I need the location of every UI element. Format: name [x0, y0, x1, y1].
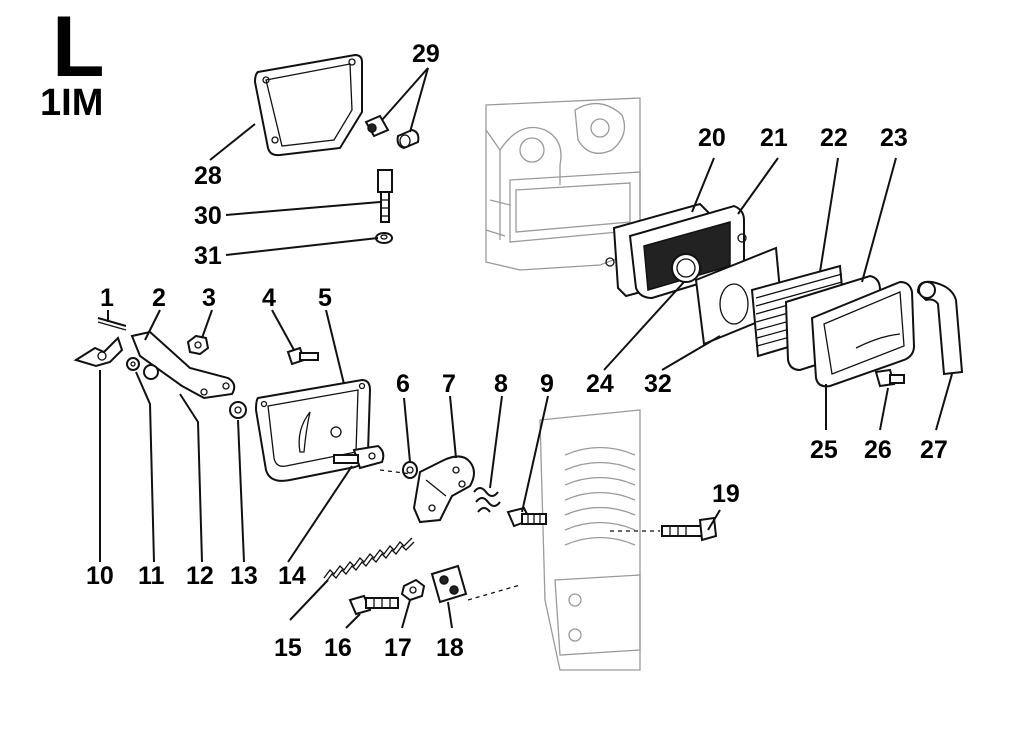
callout-1: 1 — [100, 284, 114, 312]
callout-labels: 1 2 3 4 5 6 7 8 9 10 11 12 13 14 15 16 1… — [86, 40, 948, 662]
callout-7: 7 — [442, 370, 456, 398]
washer-part-6 — [402, 461, 418, 479]
o-ring-part-24 — [671, 253, 701, 283]
callout-15: 15 — [274, 634, 302, 662]
wing-nut-part-10 — [73, 336, 124, 368]
callout-24: 24 — [586, 370, 614, 398]
screw-part-9 — [506, 506, 547, 528]
fitting-part-29 — [364, 114, 420, 150]
callout-20: 20 — [698, 124, 726, 152]
washer-part-11 — [126, 357, 140, 371]
callout-31: 31 — [194, 242, 222, 270]
nut-part-3 — [186, 334, 210, 356]
callout-28: 28 — [194, 162, 222, 190]
bracket-part-7 — [412, 455, 475, 524]
callout-23: 23 — [880, 124, 908, 152]
washer-part-13 — [229, 401, 247, 419]
callout-21: 21 — [760, 124, 788, 152]
engine-block-outline-lower — [539, 409, 641, 671]
block-part-18 — [430, 564, 468, 604]
callout-30: 30 — [194, 202, 222, 230]
spring-part-8 — [473, 487, 501, 513]
callout-8: 8 — [494, 370, 508, 398]
callout-2: 2 — [152, 284, 166, 312]
callout-13: 13 — [230, 562, 258, 590]
long-spring-part-15 — [323, 537, 415, 583]
screw-part-30 — [377, 169, 393, 223]
cover-plate-part-5 — [254, 378, 372, 482]
callout-4: 4 — [262, 284, 276, 312]
callout-27: 27 — [920, 436, 948, 464]
section-code: 1IM — [40, 82, 104, 124]
hose-part-27 — [916, 280, 964, 376]
callout-25: 25 — [810, 436, 838, 464]
callout-11: 11 — [138, 562, 165, 590]
callout-5: 5 — [318, 284, 332, 312]
callout-6: 6 — [396, 370, 410, 398]
cover-part-25 — [810, 280, 916, 388]
callout-19: 19 — [712, 480, 740, 508]
bolt-part-16 — [348, 594, 399, 616]
screw-part-26 — [874, 368, 905, 388]
callout-10: 10 — [86, 562, 114, 590]
alignment-lines — [379, 469, 660, 601]
callout-3: 3 — [202, 284, 216, 312]
callout-12: 12 — [186, 562, 214, 590]
callout-18: 18 — [436, 634, 464, 662]
callout-22: 22 — [820, 124, 848, 152]
callout-17: 17 — [384, 634, 412, 662]
screw-part-4 — [286, 346, 319, 366]
nut-part-17 — [400, 578, 426, 602]
washer-part-31 — [375, 232, 393, 244]
callout-9: 9 — [540, 370, 554, 398]
lever-part-2 — [130, 330, 236, 400]
leader-lines — [99, 67, 953, 629]
stud-part-14 — [333, 444, 385, 470]
callout-32: 32 — [644, 370, 672, 398]
callout-29: 29 — [412, 40, 440, 68]
callout-26: 26 — [864, 436, 892, 464]
engine-block-outline-upper — [485, 97, 641, 271]
callout-16: 16 — [324, 634, 352, 662]
gasket-part-28 — [253, 53, 363, 157]
pin-part-1 — [97, 317, 127, 331]
callout-14: 14 — [278, 562, 306, 590]
section-letter: L — [52, 0, 105, 95]
